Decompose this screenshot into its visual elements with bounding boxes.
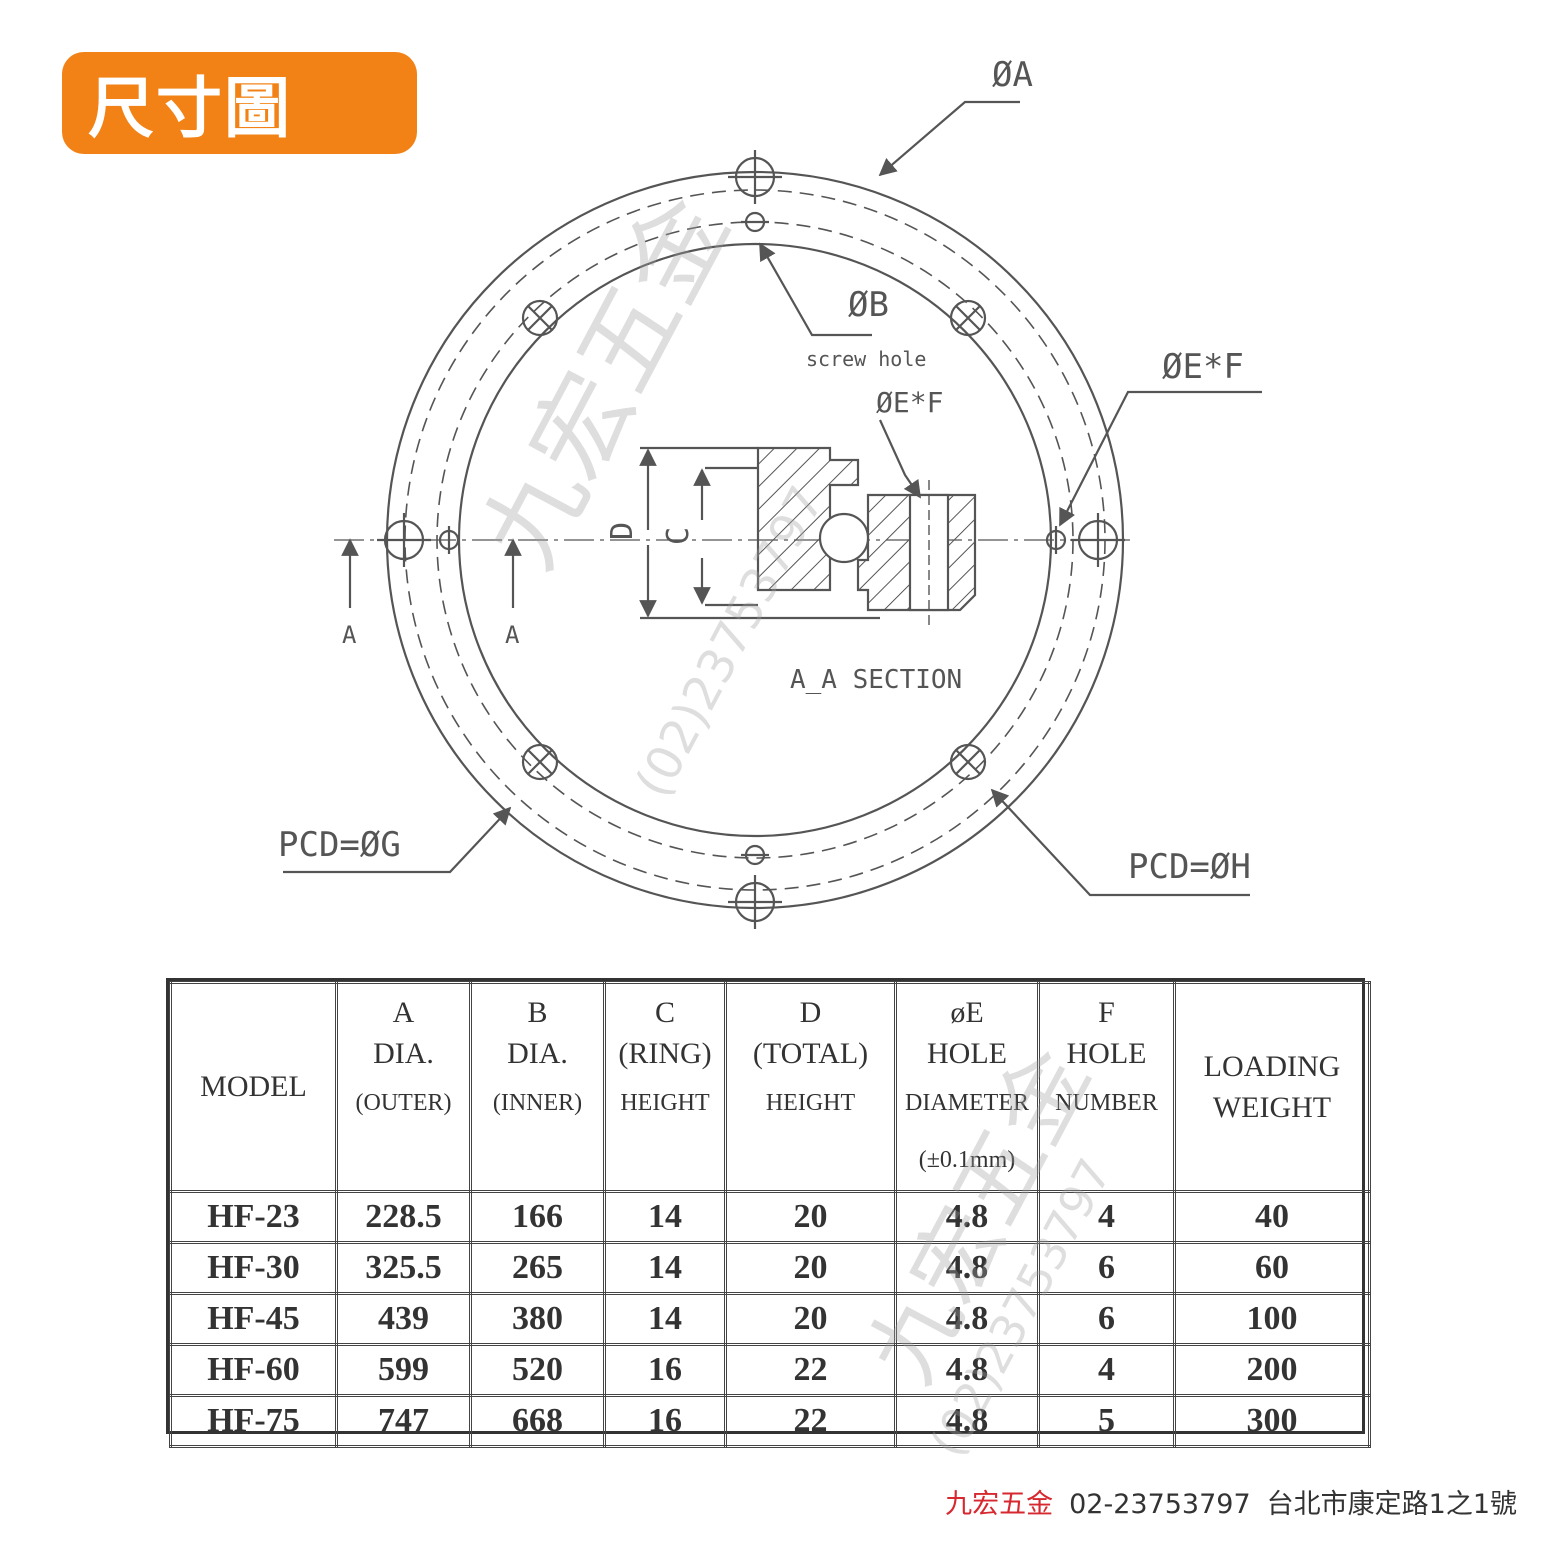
column-header: F HOLE NUMBER xyxy=(1037,981,1176,1193)
value-cell: 520 xyxy=(469,1342,606,1397)
value-cell: 16 xyxy=(603,1342,727,1397)
header-subline: (OUTER) xyxy=(355,1089,452,1116)
value-cell: 747 xyxy=(335,1393,472,1448)
footer-brand: 九宏五金 xyxy=(945,1489,1054,1520)
model-cell: HF-30 xyxy=(169,1240,338,1295)
label-c: C xyxy=(661,527,696,545)
value-cell: 4.8 xyxy=(894,1291,1040,1346)
value-cell: 265 xyxy=(469,1240,606,1295)
value-cell: 6 xyxy=(1037,1240,1176,1295)
label-pcd-g: PCD=ØG xyxy=(278,825,401,865)
footer-address: 台北市康定路1之1號 xyxy=(1266,1489,1517,1520)
value-cell: 439 xyxy=(335,1291,472,1346)
value-cell: 5 xyxy=(1037,1393,1176,1448)
header-line: WEIGHT xyxy=(1212,1090,1332,1124)
header-subline: HEIGHT xyxy=(765,1089,856,1116)
column-header: LOADING WEIGHT xyxy=(1173,981,1371,1193)
label-section-title: A_A SECTION xyxy=(790,665,962,695)
value-cell: 60 xyxy=(1173,1240,1371,1295)
value-cell: 22 xyxy=(724,1342,897,1397)
column-header: C (RING) HEIGHT xyxy=(603,981,727,1193)
header-line: A xyxy=(392,996,415,1029)
header-line: F xyxy=(1098,996,1115,1029)
label-dia-a: ØA xyxy=(992,55,1033,95)
value-cell: 4.8 xyxy=(894,1393,1040,1448)
value-cell: 4 xyxy=(1037,1342,1176,1397)
label-dia-b: ØB xyxy=(848,285,889,325)
title-badge: 尺寸圖 xyxy=(62,52,417,154)
value-cell: 40 xyxy=(1173,1189,1371,1244)
header-line: D xyxy=(799,996,822,1029)
model-cell: HF-45 xyxy=(169,1291,338,1346)
header-line: B xyxy=(527,996,548,1029)
value-cell: 20 xyxy=(724,1240,897,1295)
inner-screw-holes xyxy=(438,211,1067,866)
a-a-section xyxy=(639,419,977,625)
value-cell: 668 xyxy=(469,1393,606,1448)
label-pcd-h: PCD=ØH xyxy=(1128,847,1251,887)
header-line: (RING) xyxy=(618,1037,712,1071)
footer-contact: 九宏五金 02-23753797 台北市康定路1之1號 xyxy=(945,1482,1517,1521)
header-line: HOLE xyxy=(1066,1037,1147,1071)
header-line: øE xyxy=(950,996,984,1029)
header-subline: DIAMETER xyxy=(905,1089,1029,1116)
value-cell: 228.5 xyxy=(335,1189,472,1244)
value-cell: 4.8 xyxy=(894,1342,1040,1397)
header-subline: (INNER) xyxy=(492,1089,583,1116)
header-line: (TOTAL) xyxy=(752,1037,869,1071)
value-cell: 4.8 xyxy=(894,1240,1040,1295)
spec-table: MODEL A DIA. (OUTER) B DIA. (INNER) C (RING) HEIG… xyxy=(166,978,1371,1448)
header-line: C xyxy=(654,996,675,1029)
value-cell: 20 xyxy=(724,1189,897,1244)
value-cell: 100 xyxy=(1173,1291,1371,1346)
value-cell: 14 xyxy=(603,1189,727,1244)
label-ef-section: ØE*F xyxy=(876,386,943,419)
value-cell: 599 xyxy=(335,1342,472,1397)
value-cell: 380 xyxy=(469,1291,606,1346)
value-cell: 300 xyxy=(1173,1393,1371,1448)
header-line: HOLE xyxy=(927,1037,1007,1071)
model-cell: HF-60 xyxy=(169,1342,338,1397)
label-section-left: A xyxy=(342,621,357,649)
label-section-right: A xyxy=(505,621,520,649)
value-cell: 200 xyxy=(1173,1342,1371,1397)
badge-title: 尺寸圖 xyxy=(88,70,292,147)
value-cell: 325.5 xyxy=(335,1240,472,1295)
value-cell: 22 xyxy=(724,1393,897,1448)
model-cell: HF-75 xyxy=(169,1393,338,1448)
value-cell: 166 xyxy=(469,1189,606,1244)
header-subline: (±0.1mm) xyxy=(918,1147,1016,1174)
value-cell: 16 xyxy=(603,1393,727,1448)
footer-phone: 02-23753797 xyxy=(1069,1489,1251,1520)
label-ef-right: ØE*F xyxy=(1162,347,1244,387)
column-header: D (TOTAL) HEIGHT xyxy=(724,981,897,1193)
header-line: DIA. xyxy=(373,1037,434,1071)
label-d: D xyxy=(605,522,640,540)
model-cell: HF-23 xyxy=(169,1189,338,1244)
value-cell: 14 xyxy=(603,1240,727,1295)
header-row: MODEL A DIA. (OUTER) B DIA. (INNER) C (RING) HEIG… xyxy=(169,981,1371,1193)
header-line: LOADING xyxy=(1203,1049,1341,1083)
label-screw-hole: screw hole xyxy=(806,347,926,371)
header-subline: HEIGHT xyxy=(620,1089,710,1116)
ring-dimension-drawing: ØA ØB screw hole ØE*F ØE*F D C A A A_A S… xyxy=(278,55,1262,929)
column-header: MODEL xyxy=(169,981,338,1193)
header-line: DIA. xyxy=(507,1037,568,1071)
value-cell: 4.8 xyxy=(894,1189,1040,1244)
column-header: A DIA. (OUTER) xyxy=(335,981,472,1193)
value-cell: 4 xyxy=(1037,1189,1176,1244)
header-line: MODEL xyxy=(200,1070,307,1104)
value-cell: 20 xyxy=(724,1291,897,1346)
header-subline: NUMBER xyxy=(1055,1089,1158,1116)
value-cell: 14 xyxy=(603,1291,727,1346)
column-header: B DIA. (INNER) xyxy=(469,981,606,1193)
value-cell: 6 xyxy=(1037,1291,1176,1346)
column-header: øE HOLE DIAMETER (±0.1mm) xyxy=(894,981,1040,1193)
